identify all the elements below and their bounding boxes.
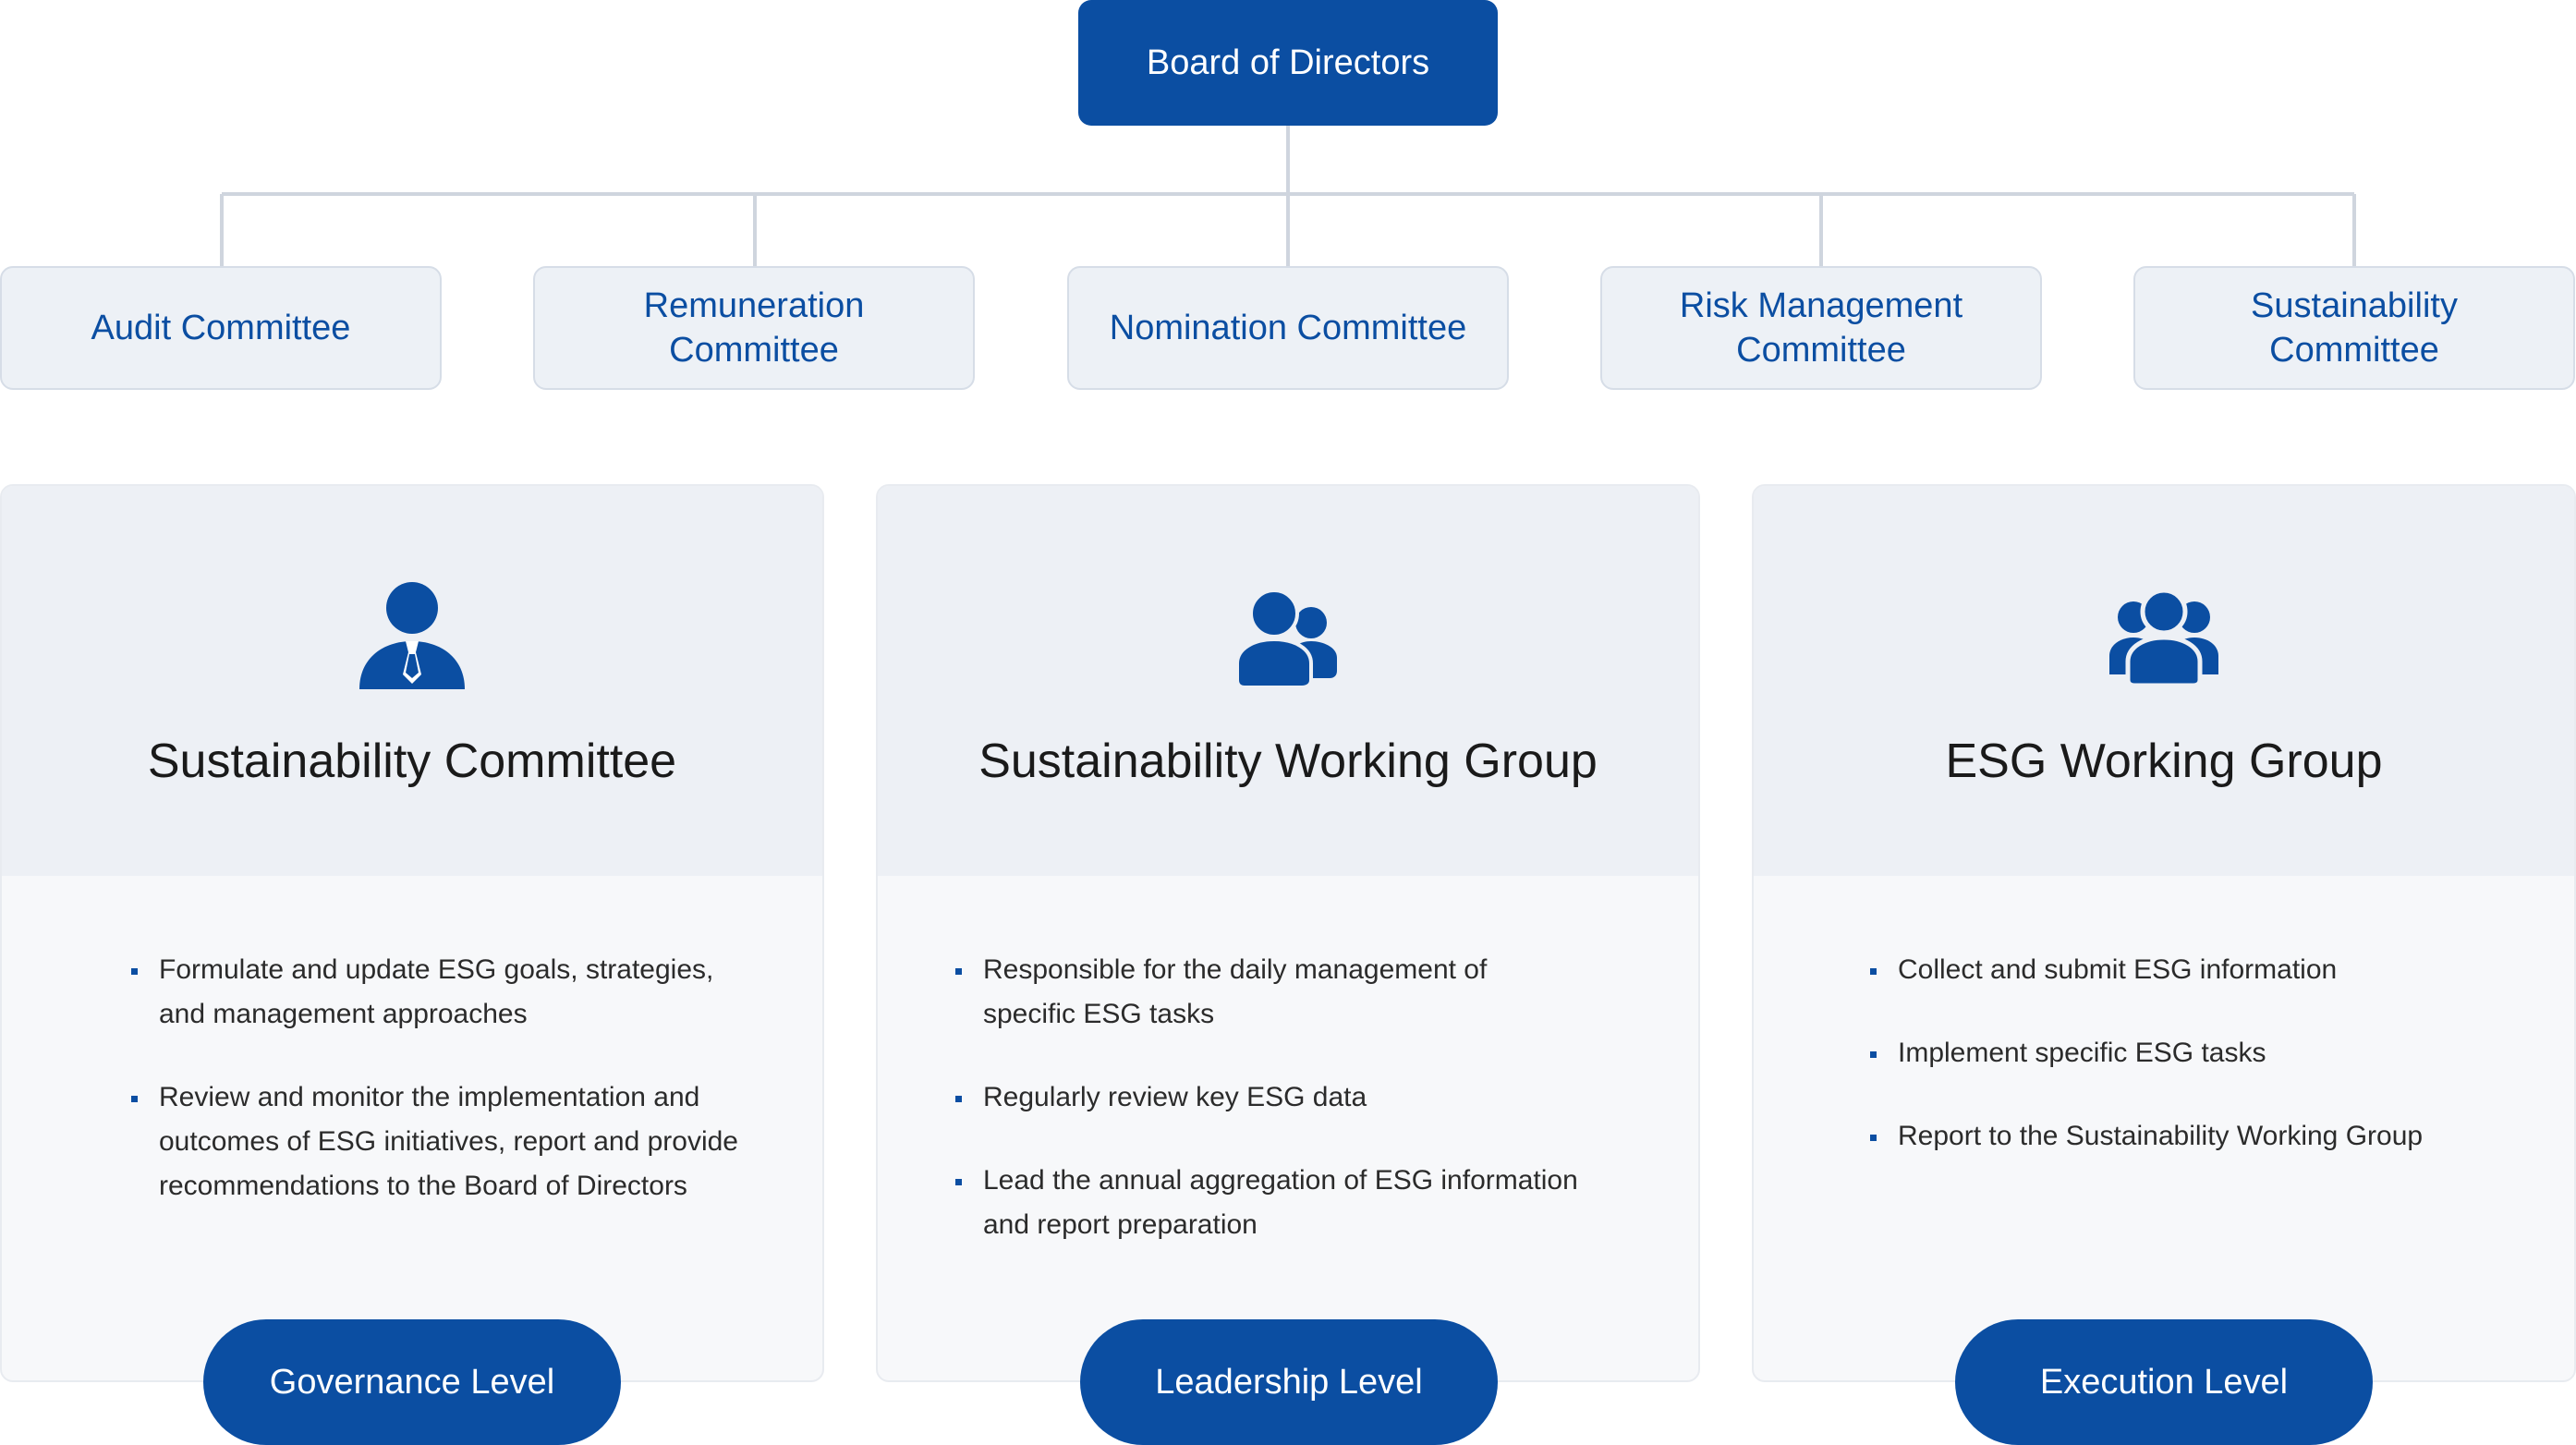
panel-header: ESG Working Group [1754,486,2574,876]
committee-audit: Audit Committee [0,266,442,390]
committee-sustainability: Sustainability Committee [2133,266,2575,390]
list-item: Formulate and update ESG goals, strategi… [131,948,741,1037]
group-of-people-icon [2109,588,2218,688]
panel-sustainability-committee: Sustainability Committee Formulate and u… [0,484,824,1382]
committee-label: Remuneration Committee [643,286,865,370]
board-label: Board of Directors [1146,42,1430,82]
person-with-tie-icon [359,582,465,689]
board-of-directors-box: Board of Directors [1078,0,1498,126]
panel-title: Sustainability Working Group [978,735,1598,788]
list-item: Report to the Sustainability Working Gro… [1870,1114,2535,1159]
panel-esg-working-group: ESG Working Group Collect and submit ESG… [1752,484,2576,1382]
list-item: Collect and submit ESG information [1870,948,2535,992]
committee-risk-management: Risk Management Committee [1600,266,2042,390]
list-item: Implement specific ESG tasks [1870,1031,2535,1075]
panel-title: Sustainability Committee [147,735,677,788]
level-badge-governance: Governance Level [203,1319,621,1445]
list-item: Regularly review key ESG data [955,1075,1602,1120]
list-item: Responsible for the daily management of … [955,948,1537,1037]
committee-label: Nomination Committee [1109,309,1467,347]
responsibility-list: Formulate and update ESG goals, strategi… [131,948,741,1247]
committee-nomination: Nomination Committee [1067,266,1509,390]
list-item: Review and monitor the implementation an… [131,1075,741,1208]
responsibility-list: Collect and submit ESG information Imple… [1870,948,2535,1197]
committee-remuneration: Remuneration Committee [533,266,975,390]
level-badge-leadership: Leadership Level [1080,1319,1498,1445]
two-people-icon [1235,589,1337,689]
level-label: Governance Level [269,1362,555,1402]
committee-label: Audit Committee [91,309,351,347]
panel-sustainability-working-group: Sustainability Working Group Responsible… [876,484,1700,1382]
panel-title: ESG Working Group [1945,735,2383,788]
committee-label: Risk Management Committee [1679,286,1963,370]
responsibility-list: Responsible for the daily management of … [955,948,1602,1286]
panel-header: Sustainability Committee [2,486,822,876]
level-badge-execution: Execution Level [1955,1319,2373,1445]
list-item: Lead the annual aggregation of ESG infor… [955,1159,1593,1247]
committee-label: Sustainability Committee [2251,286,2458,370]
panel-header: Sustainability Working Group [878,486,1698,876]
org-connector-lines [220,126,2356,266]
level-label: Leadership Level [1155,1362,1423,1402]
level-label: Execution Level [2039,1362,2289,1402]
